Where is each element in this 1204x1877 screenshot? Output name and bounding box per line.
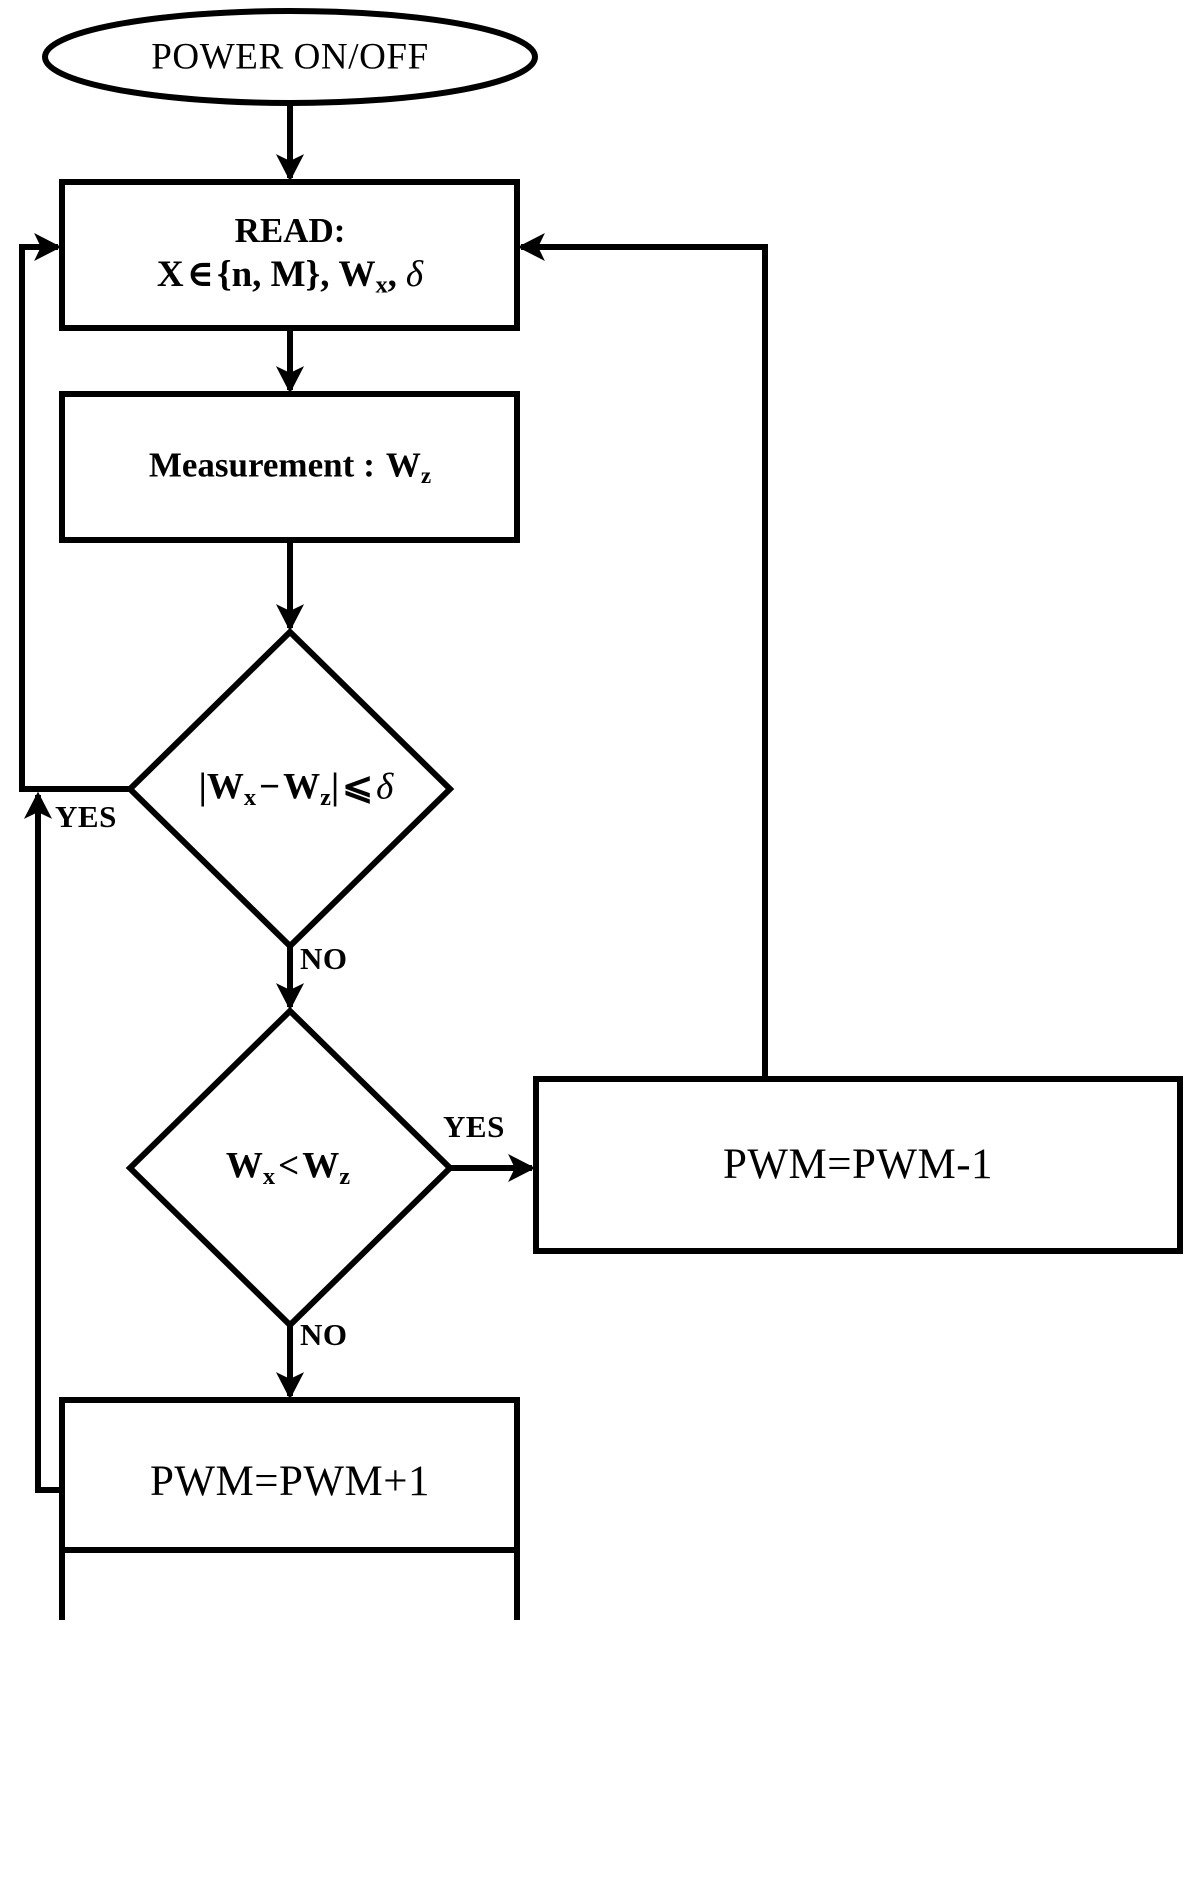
cond2-var-w2: W xyxy=(302,1145,340,1187)
cond1-var-w1-subscript: x xyxy=(243,784,257,812)
cond1-var-w1: W xyxy=(206,766,244,808)
edge-label-decision1-no: NO xyxy=(300,941,348,976)
pwm-increment-label: PWM=PWM+1 xyxy=(150,1457,430,1505)
measurement-process-label: Measurement:Wz xyxy=(149,445,431,488)
pwm-decrement-process-shape xyxy=(533,1076,1183,1254)
read-var-w: W xyxy=(338,254,376,296)
cond1-var-w2: W xyxy=(283,766,321,808)
cond2-var-w2-subscript: z xyxy=(339,1163,351,1191)
cond1-minus-operator: − xyxy=(259,766,281,808)
edge-pwm-plus-bottom-tail xyxy=(59,1550,520,1620)
measurement-process-shape xyxy=(59,391,520,543)
read-label-line2: X∈{n, M},Wx,δ xyxy=(157,254,423,299)
edge-label-decision2-yes: YES xyxy=(443,1109,505,1144)
edge-pwm-plus-to-read xyxy=(35,800,62,1493)
cond1-delta: δ xyxy=(376,766,394,808)
measurement-var-w-subscript: z xyxy=(420,461,432,488)
read-element-of-icon: ∈ xyxy=(186,254,215,296)
tolerance-decision-label: |Wx−Wz|⩽δ xyxy=(199,766,394,811)
cond1-bar-open: | xyxy=(198,766,207,808)
read-delta: δ xyxy=(405,254,424,296)
cond1-var-w2-subscript: z xyxy=(320,784,331,812)
read-comma-1: , xyxy=(320,254,330,296)
edge-pwm-minus-to-read xyxy=(517,232,768,1079)
measurement-var-w: W xyxy=(385,445,421,485)
cond1-bar-close: | xyxy=(330,766,340,808)
pwm-increment-process-shape xyxy=(59,1397,520,1553)
pwm-decrement-label: PWM=PWM-1 xyxy=(722,1140,994,1188)
edge-label-decision2-no: NO xyxy=(300,1317,348,1352)
cond1-leq-operator: ⩽ xyxy=(342,766,374,808)
measurement-colon: : xyxy=(363,445,375,485)
cond2-var-w1-subscript: x xyxy=(262,1163,276,1191)
edge-decision1-yes-to-read xyxy=(19,232,130,792)
power-on-off-label: POWER ON/OFF xyxy=(151,36,429,78)
comparison-decision-label: Wx<Wz xyxy=(226,1145,350,1190)
read-process-shape xyxy=(59,179,520,331)
read-var-w-subscript: x xyxy=(375,271,388,299)
read-process-label: READ: X∈{n, M},Wx,δ xyxy=(157,211,423,299)
read-var-x: X xyxy=(156,254,184,296)
read-label-line1: READ: xyxy=(234,210,346,250)
read-set: {n, M} xyxy=(217,254,321,296)
read-comma-2: , xyxy=(387,254,397,296)
edge-label-decision1-yes: YES xyxy=(55,799,117,834)
cond2-var-w1: W xyxy=(225,1145,263,1187)
measurement-word: Measurement xyxy=(148,445,355,485)
cond2-less-than-operator: < xyxy=(278,1145,300,1187)
